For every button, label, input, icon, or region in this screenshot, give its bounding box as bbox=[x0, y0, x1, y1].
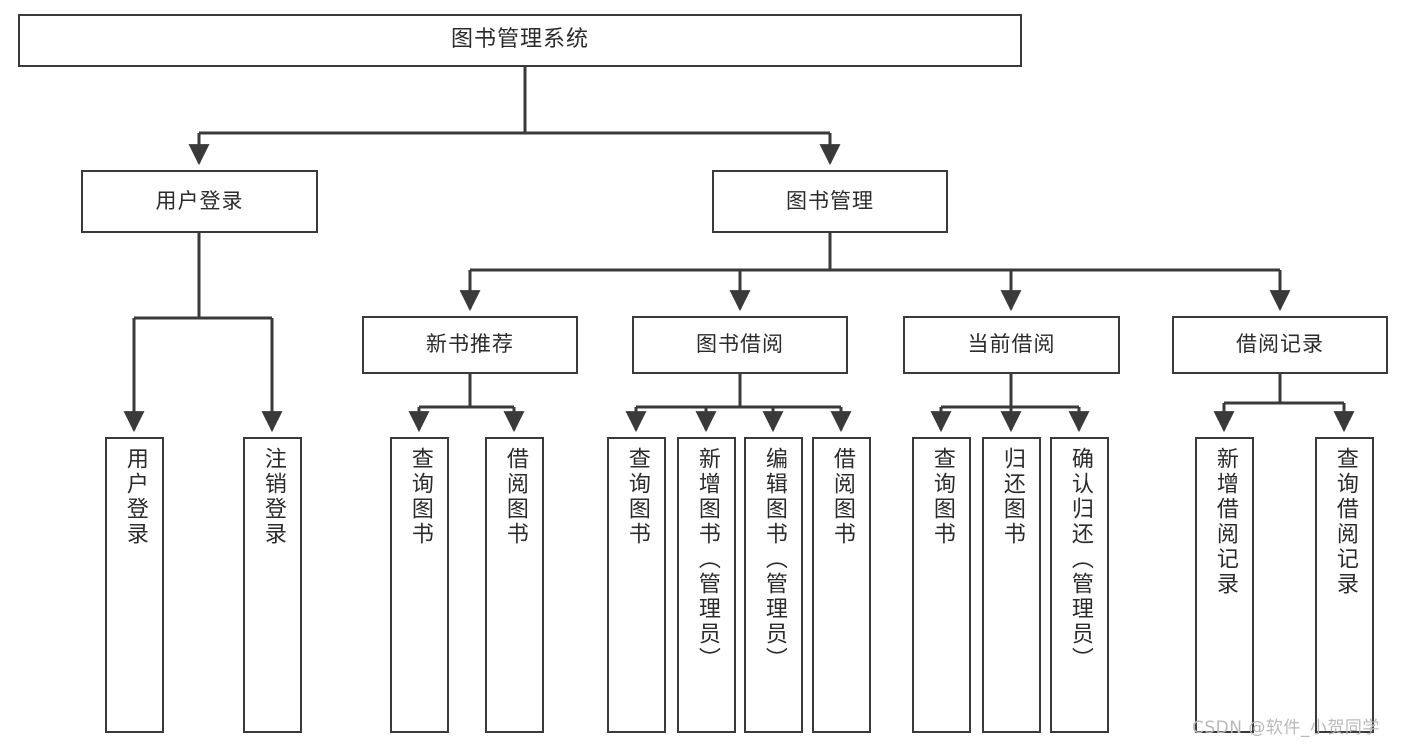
node-label: 图书管理 bbox=[786, 188, 874, 213]
node-label: 查询图书 bbox=[624, 447, 650, 547]
leaf-edit-book-admin[interactable]: 编辑图书（管理员） bbox=[744, 437, 803, 733]
node-label: 查询图书 bbox=[407, 447, 433, 547]
node-label: 新增借阅记录 bbox=[1212, 447, 1238, 597]
leaf-add-book-admin[interactable]: 新增图书（管理员） bbox=[677, 437, 736, 733]
node-label: 注销登录 bbox=[260, 447, 286, 547]
csdn-watermark: CSDN @软件_小贺同学 bbox=[1192, 718, 1380, 738]
leaf-query-books-recommend[interactable]: 查询图书 bbox=[390, 437, 449, 733]
node-current-borrow[interactable]: 当前借阅 bbox=[903, 316, 1120, 374]
leaf-add-borrow-record[interactable]: 新增借阅记录 bbox=[1195, 437, 1254, 733]
leaf-query-books-borrow[interactable]: 查询图书 bbox=[607, 437, 666, 733]
node-label: 新增图书（管理员） bbox=[694, 447, 720, 672]
node-label: 借阅图书 bbox=[502, 447, 528, 547]
node-label: 确认归还（管理员） bbox=[1067, 447, 1093, 672]
leaf-query-books-current[interactable]: 查询图书 bbox=[912, 437, 971, 733]
node-label: 归还图书 bbox=[999, 447, 1025, 547]
node-book-management[interactable]: 图书管理 bbox=[712, 170, 948, 233]
node-label: 当前借阅 bbox=[967, 332, 1056, 357]
node-label: 借阅图书 bbox=[829, 447, 855, 547]
leaf-confirm-return-admin[interactable]: 确认归还（管理员） bbox=[1050, 437, 1109, 733]
node-book-borrow[interactable]: 图书借阅 bbox=[632, 316, 848, 374]
node-label: 查询图书 bbox=[929, 447, 955, 547]
node-label: 借阅记录 bbox=[1236, 332, 1324, 357]
node-label: 用户登录 bbox=[122, 447, 148, 547]
node-label: 新书推荐 bbox=[426, 332, 514, 357]
node-new-book-recommend[interactable]: 新书推荐 bbox=[362, 316, 578, 374]
leaf-borrow-books-recommend[interactable]: 借阅图书 bbox=[485, 437, 544, 733]
leaf-user-login[interactable]: 用户登录 bbox=[105, 437, 164, 733]
node-label: 编辑图书（管理员） bbox=[761, 447, 787, 672]
leaf-return-book[interactable]: 归还图书 bbox=[982, 437, 1041, 733]
leaf-logout[interactable]: 注销登录 bbox=[243, 437, 302, 733]
leaf-borrow-book[interactable]: 借阅图书 bbox=[812, 437, 871, 733]
node-user-login[interactable]: 用户登录 bbox=[81, 170, 318, 233]
node-label: 图书管理系统 bbox=[450, 27, 589, 53]
node-root-book-management-system[interactable]: 图书管理系统 bbox=[18, 14, 1022, 67]
leaf-query-borrow-record[interactable]: 查询借阅记录 bbox=[1315, 437, 1374, 733]
node-label: 查询借阅记录 bbox=[1332, 447, 1358, 597]
node-label: 图书借阅 bbox=[696, 332, 784, 357]
node-label: 用户登录 bbox=[155, 188, 244, 213]
node-borrow-records[interactable]: 借阅记录 bbox=[1172, 316, 1388, 374]
